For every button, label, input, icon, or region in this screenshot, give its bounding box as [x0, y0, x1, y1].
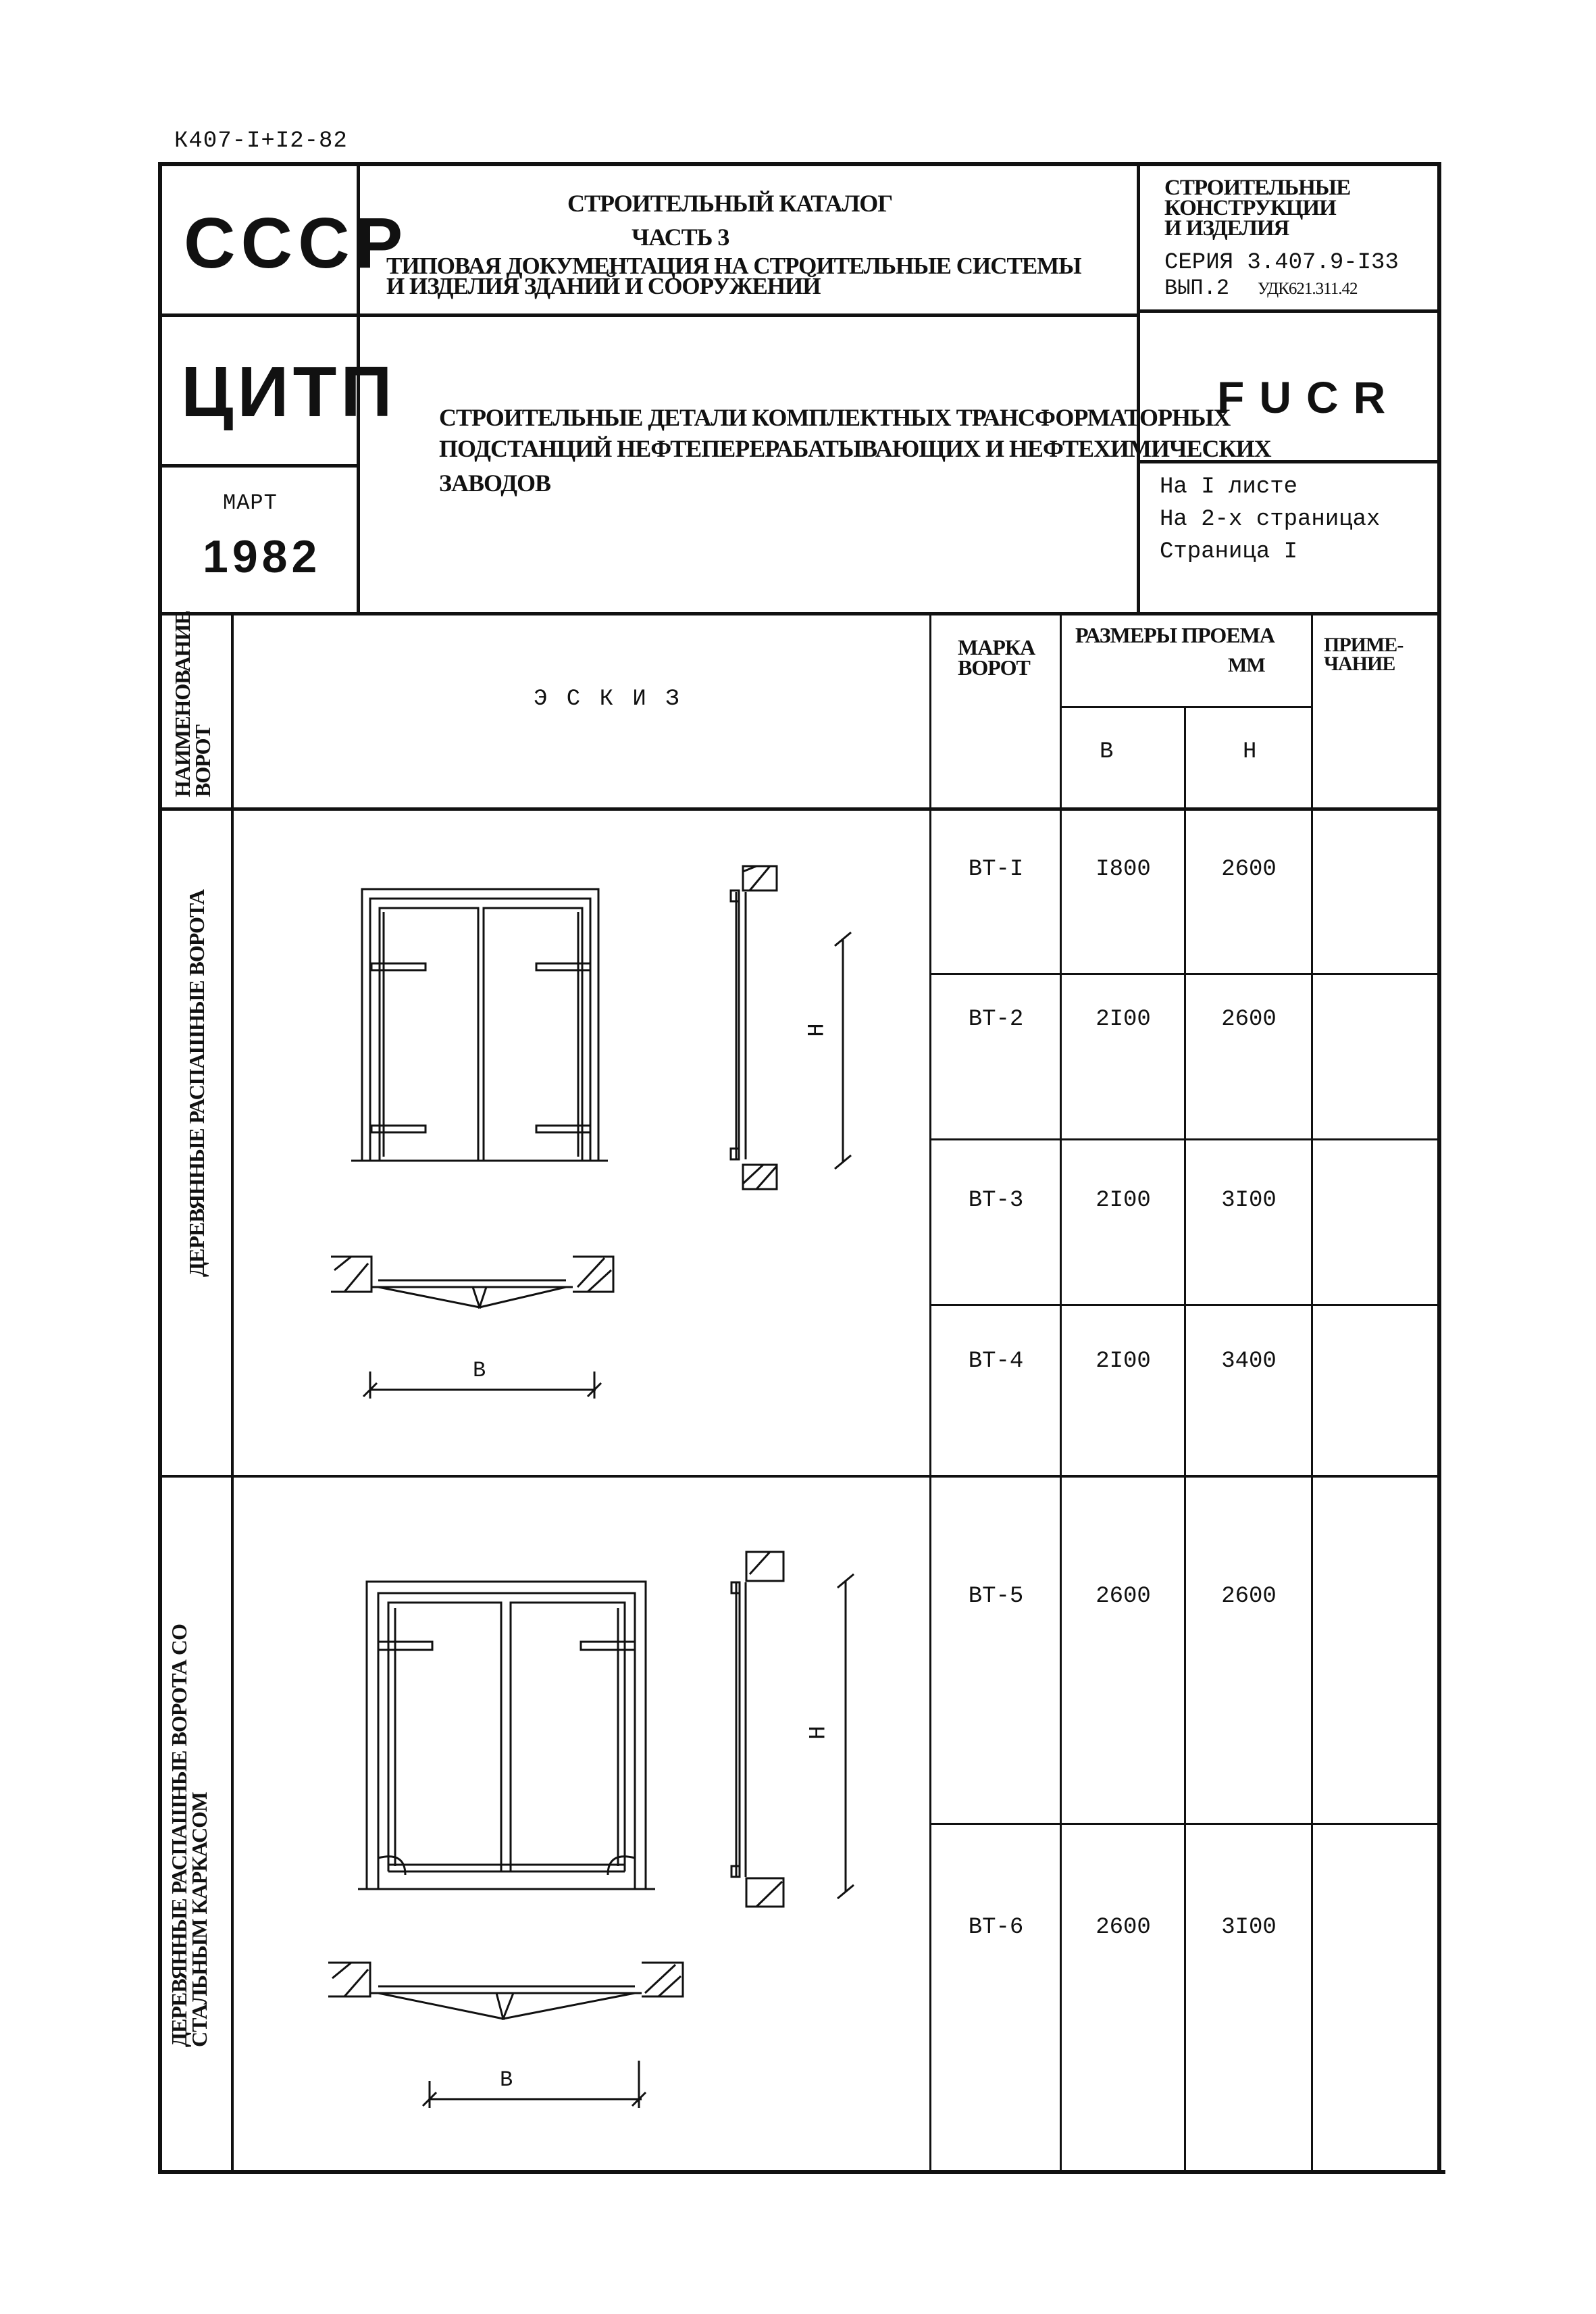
mark: ВТ-4 [968, 1349, 1024, 1374]
height-h: 3400 [1221, 1349, 1277, 1374]
document-title-2: ПОДСТАНЦИЙ НЕФТЕПЕРЕРАБАТЫВАЮЩИХ И НЕФТЕ… [439, 435, 1272, 462]
mark: ВТ-3 [968, 1188, 1024, 1213]
catalog-subtitle-2: И ИЗДЕЛИЯ ЗДАНИЙ И СООРУЖЕНИЙ [386, 273, 821, 299]
col-header-note-2: ЧАНИЕ [1324, 653, 1395, 675]
udk: УДК621.311.42 [1258, 280, 1358, 298]
dimension-b-1 [362, 1372, 602, 1399]
page-number: Страница I [1160, 539, 1298, 565]
dimension-label-b-1: B [473, 1358, 487, 1383]
height-h: 3I00 [1221, 1915, 1277, 1940]
mark: ВТ-I [968, 857, 1024, 882]
dimension-label-h-2: H [806, 1725, 832, 1740]
gate-plan-sketch-1 [331, 1255, 615, 1309]
code: FUCR [1217, 372, 1401, 422]
section-3: И ИЗДЕЛИЯ [1164, 216, 1289, 241]
col-header-sketch: Э С К И З [534, 686, 682, 712]
issue: ВЫП.2 [1164, 276, 1230, 301]
gate-plan-sketch-2 [328, 1961, 684, 2020]
width-b: 2I00 [1096, 1349, 1151, 1374]
width-b: 2I00 [1096, 1007, 1151, 1032]
dimension-b-2 [421, 2061, 647, 2108]
col-header-size-2: ММ [1228, 654, 1266, 676]
mark: ВТ-2 [968, 1007, 1024, 1032]
org-ussr: СССР [184, 203, 409, 283]
height-h: 3I00 [1221, 1188, 1277, 1213]
width-b: I800 [1096, 857, 1151, 882]
catalog-title: СТРОИТЕЛЬНЫЙ КАТАЛОГ [567, 190, 893, 217]
gate-section-sketch-2 [730, 1551, 785, 1908]
col-header-mark-2: ВОРОТ [958, 655, 1031, 680]
width-b: 2600 [1096, 1915, 1151, 1940]
month: МАРТ [223, 491, 278, 515]
year: 1982 [203, 531, 321, 582]
col-header-mark-1: МАРКА [958, 635, 1035, 659]
mark: ВТ-6 [968, 1915, 1024, 1940]
catalog-subtitle-1: ТИПОВАЯ ДОКУМЕНТАЦИЯ НА СТРОИТЕЛЬНЫЕ СИС… [386, 253, 1082, 279]
section-1: СТРОИТЕЛЬНЫЕ [1164, 176, 1351, 200]
catalog-part: ЧАСТЬ 3 [632, 224, 729, 251]
org-citp: ЦИТП [181, 352, 396, 432]
gate-section-sketch-1 [729, 865, 778, 1190]
col-header-b: B [1100, 739, 1114, 765]
col-header-h: H [1243, 739, 1258, 765]
dimension-label-b-2: B [500, 2067, 514, 2092]
gate-elevation-sketch-1 [351, 888, 608, 1162]
mark: ВТ-5 [968, 1584, 1024, 1609]
gate-elevation-sketch-2 [358, 1580, 655, 1890]
col-header-size-1: РАЗМЕРЫ ПРОЕМА [1075, 623, 1275, 647]
series: СЕРИЯ 3.407.9-I33 [1164, 250, 1399, 276]
width-b: 2600 [1096, 1584, 1151, 1609]
width-b: 2I00 [1096, 1188, 1151, 1213]
document-title-3: ЗАВОДОВ [439, 470, 551, 497]
dimension-h-1 [834, 931, 852, 1170]
height-h: 2600 [1221, 1007, 1277, 1032]
height-h: 2600 [1221, 857, 1277, 882]
col-header-note-1: ПРИМЕ- [1324, 634, 1404, 656]
height-h: 2600 [1221, 1584, 1277, 1609]
dimension-label-h-1: H [804, 1022, 831, 1037]
sheets-count: На I листе [1160, 474, 1298, 500]
dimension-h-2 [837, 1573, 854, 1900]
document-title-1: СТРОИТЕЛЬНЫЕ ДЕТАЛИ КОМПЛЕКТНЫХ ТРАНСФОР… [439, 404, 1231, 431]
section-2: КОНСТРУКЦИИ [1164, 196, 1337, 220]
pages-count: На 2-х страницах [1160, 507, 1381, 532]
document-code: К407-I+I2-82 [174, 128, 348, 154]
